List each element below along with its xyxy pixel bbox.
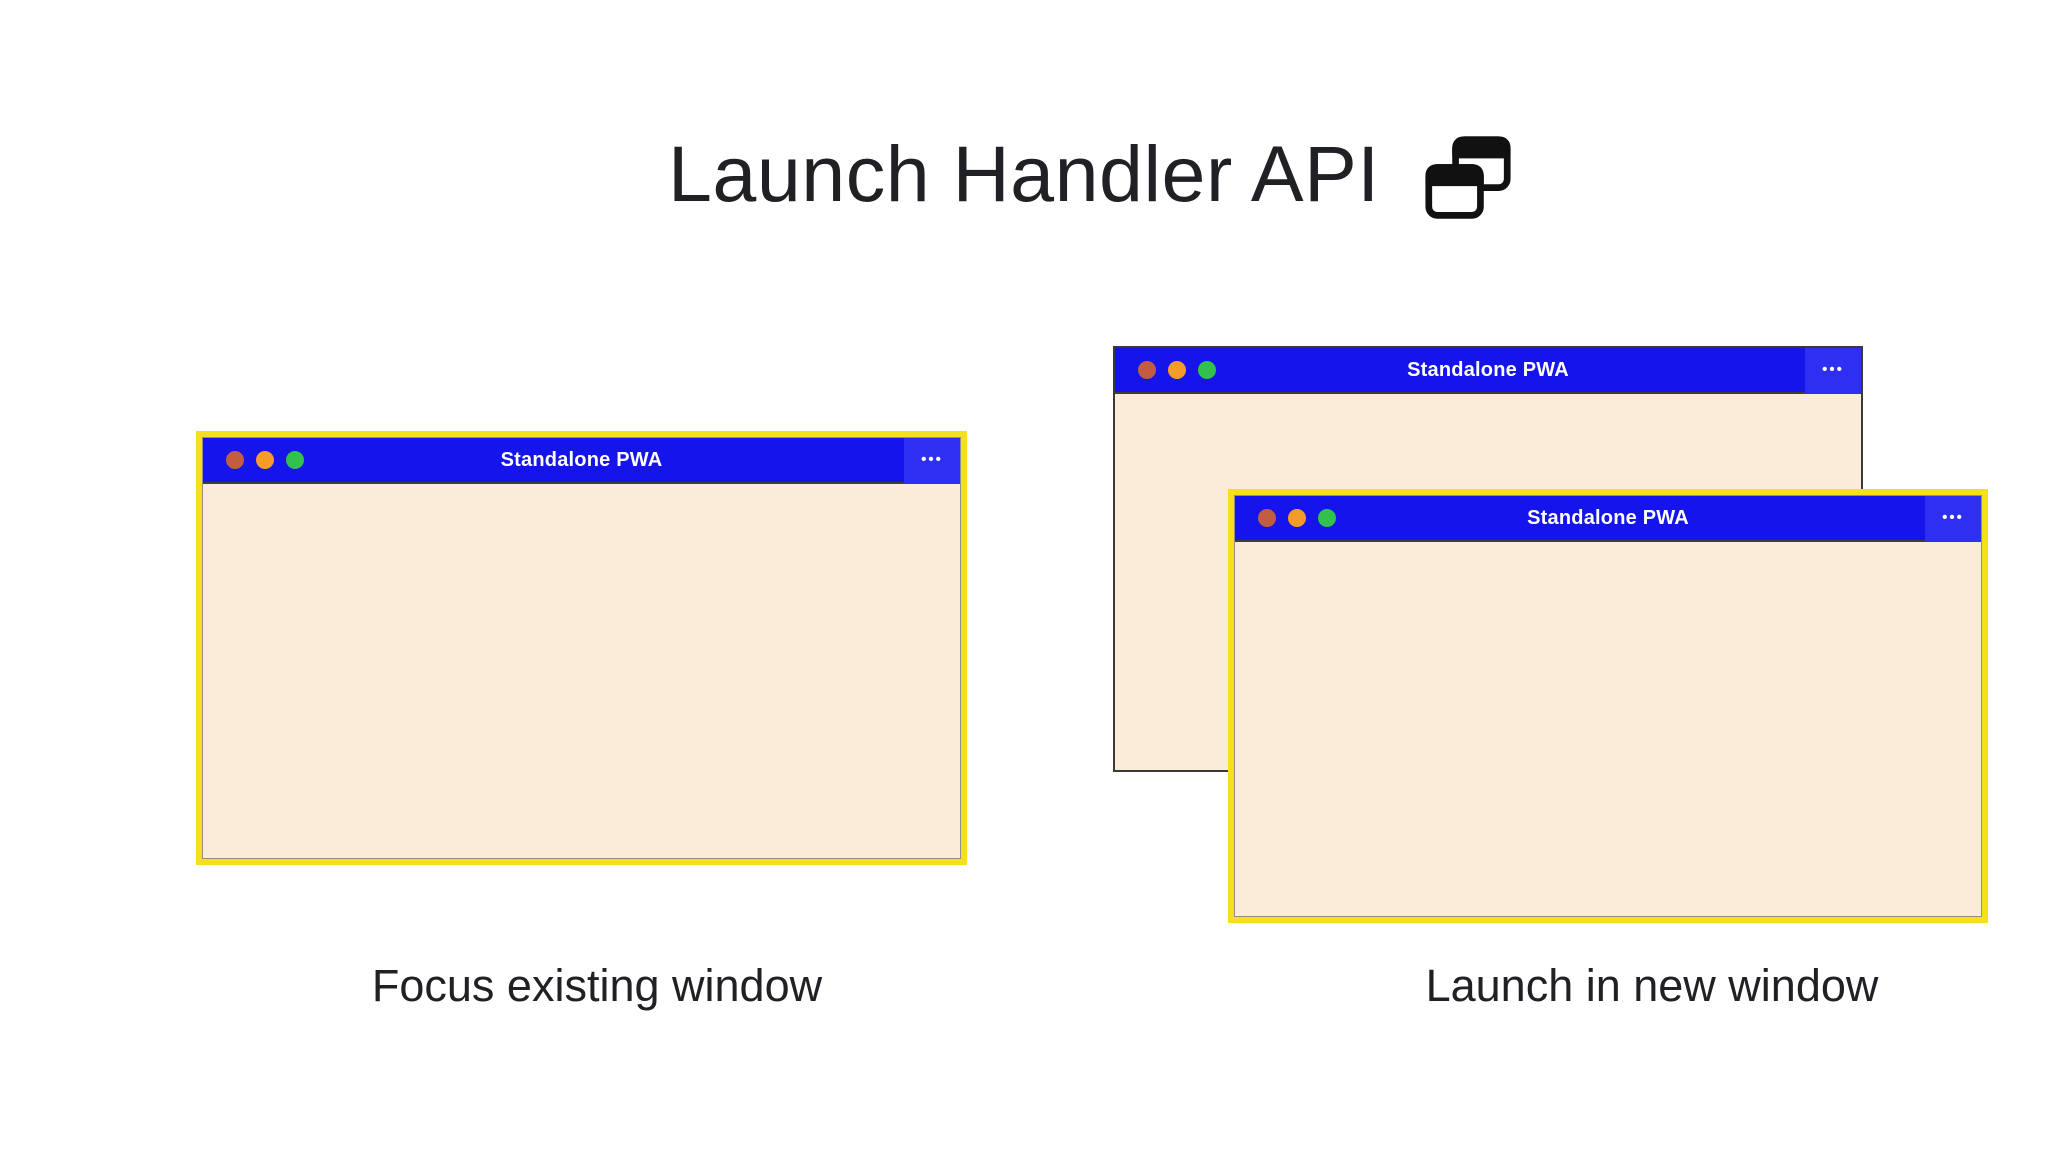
window-titlebar[interactable]: Standalone PWA ••• <box>203 438 960 484</box>
zoom-button[interactable] <box>1198 361 1216 379</box>
more-menu-button[interactable]: ••• <box>1925 496 1981 542</box>
window-titlebar[interactable]: Standalone PWA ••• <box>1115 348 1861 394</box>
pwa-window-new-front: Standalone PWA ••• <box>1234 495 1982 917</box>
overlapping-windows-icon <box>1425 136 1511 219</box>
window-title: Standalone PWA <box>500 448 663 471</box>
close-button[interactable] <box>1138 361 1156 379</box>
close-button[interactable] <box>226 451 244 469</box>
pwa-window-existing-focused: Standalone PWA ••• <box>202 437 961 859</box>
minimize-button[interactable] <box>256 451 274 469</box>
ellipsis-icon: ••• <box>1822 360 1844 378</box>
zoom-button[interactable] <box>1318 509 1336 527</box>
close-button[interactable] <box>1258 509 1276 527</box>
minimize-button[interactable] <box>1168 361 1186 379</box>
window-titlebar[interactable]: Standalone PWA ••• <box>1235 496 1981 542</box>
traffic-lights <box>203 451 304 469</box>
traffic-lights <box>1235 509 1336 527</box>
minimize-button[interactable] <box>1288 509 1306 527</box>
caption-launch-in-new-window: Launch in new window <box>1425 960 1879 1011</box>
window-title: Standalone PWA <box>1407 358 1569 381</box>
page-title: Launch Handler API <box>668 129 1380 218</box>
ellipsis-icon: ••• <box>921 450 943 468</box>
caption-focus-existing-window: Focus existing window <box>371 960 823 1011</box>
more-menu-button[interactable]: ••• <box>904 438 960 484</box>
window-content <box>203 484 960 858</box>
ellipsis-icon: ••• <box>1942 508 1964 526</box>
window-content <box>1235 542 1981 916</box>
more-menu-button[interactable]: ••• <box>1805 348 1861 394</box>
zoom-button[interactable] <box>286 451 304 469</box>
window-title: Standalone PWA <box>1527 506 1689 529</box>
traffic-lights <box>1115 361 1216 379</box>
